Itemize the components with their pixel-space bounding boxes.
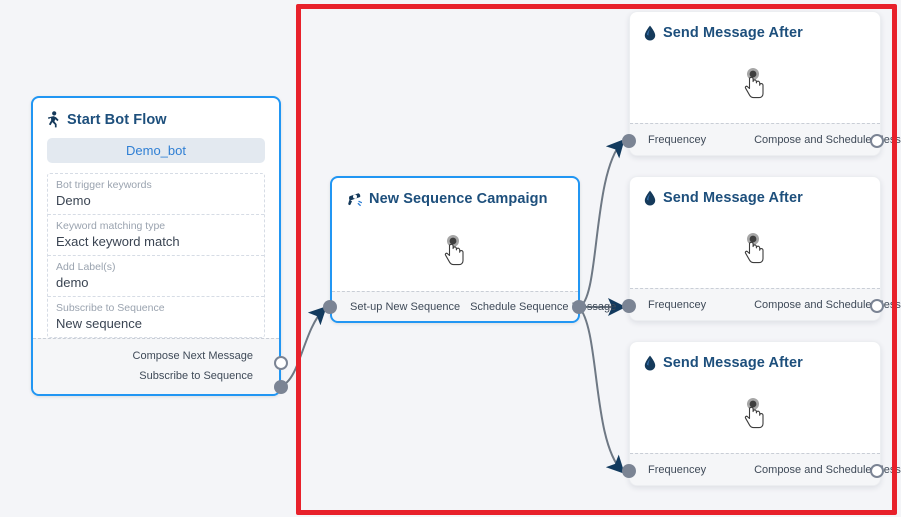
node-footer: Frequencey Compose and Schedule Message [630,123,901,155]
node-body [630,377,880,453]
node-title: Send Message After [663,190,803,206]
hand-pointer-cursor-icon [733,393,777,437]
input-port-frequencey-2[interactable] [622,299,636,313]
output-port-compose-next-message[interactable] [274,356,288,370]
footer-port-labels: Frequencey Compose and Schedule Message [630,298,901,311]
node-title: New Sequence Campaign [369,191,548,207]
connector-campaign-to-card-3 [578,306,625,474]
node-header: Send Message After [630,177,880,212]
node-title: Send Message After [663,355,803,371]
field-add-labels[interactable]: Add Label(s) demo [48,256,264,297]
port-label-frequencey: Frequencey [648,133,707,146]
port-label-setup-new-sequence: Set-up New Sequence [350,300,461,313]
input-port-setup-new-sequence[interactable] [323,300,337,314]
field-keyword-matching-type[interactable]: Keyword matching type Exact keyword matc… [48,215,264,256]
field-value: Exact keyword match [56,234,180,249]
output-port-compose-and-schedule-message-1[interactable] [870,134,884,148]
node-start-bot-flow[interactable]: Start Bot Flow Demo_bot Bot trigger keyw… [31,96,281,396]
node-header: Send Message After [630,342,880,377]
connector-campaign-to-card-1 [578,139,625,308]
footer-port-labels: Frequencey Compose and Schedule Message [630,133,901,146]
output-port-schedule-sequence-message[interactable] [572,300,586,314]
field-subscribe-to-sequence[interactable]: Subscribe to Sequence New sequence [48,297,264,337]
port-label-subscribe-to-sequence: Subscribe to Sequence [139,370,253,382]
running-person-icon [47,111,60,128]
node-send-message-after-3[interactable]: Send Message After Frequencey Compose an… [629,341,901,486]
field-label: Bot trigger keywords [56,179,152,191]
node-footer: Compose Next Message Subscribe to Sequen… [33,338,279,394]
footer-port-labels: Frequencey Compose and Schedule Message [630,463,901,476]
node-footer: Frequencey Compose and Schedule Message [630,288,901,320]
port-label-compose-and-schedule-message: Compose and Schedule Message [754,133,901,146]
droplet-icon [644,190,656,206]
node-new-sequence-campaign[interactable]: New Sequence Campaign Set-up New Sequenc… [330,176,616,323]
hand-pointer-cursor-icon [433,230,477,274]
field-value: New sequence [56,316,142,331]
port-label-compose-and-schedule-message: Compose and Schedule Message [754,298,901,311]
node-title: Send Message After [663,25,803,41]
droplet-icon [644,25,656,41]
node-title: Start Bot Flow [67,111,167,128]
input-port-frequencey-3[interactable] [622,464,636,478]
bot-name-pill[interactable]: Demo_bot [47,138,265,163]
field-value: demo [56,275,89,290]
footer-port-labels: Set-up New Sequence Schedule Sequence Me… [332,300,616,313]
node-header: Send Message After [630,12,880,47]
output-port-compose-and-schedule-message-2[interactable] [870,299,884,313]
connector-start-to-campaign [280,306,327,387]
node-send-message-after-2[interactable]: Send Message After Frequencey Compose an… [629,176,901,321]
output-port-subscribe-to-sequence[interactable] [274,380,288,394]
port-label-schedule-sequence-message: Schedule Sequence Message [470,300,617,313]
node-header: New Sequence Campaign [332,178,578,213]
node-header: Start Bot Flow [33,98,279,134]
hand-pointer-cursor-icon [733,228,777,272]
node-body: Demo_bot Bot trigger keywords Demo Keywo… [33,134,279,338]
node-footer: Set-up New Sequence Schedule Sequence Me… [332,291,616,321]
port-label-compose-next-message: Compose Next Message [132,350,253,362]
bot-name-label: Demo_bot [126,143,186,158]
field-label: Subscribe to Sequence [56,302,165,314]
megaphone-icon [346,192,362,207]
field-value: Demo [56,193,91,208]
bot-config-field-list: Bot trigger keywords Demo Keyword matchi… [47,173,265,338]
port-label-compose-and-schedule-message: Compose and Schedule Message [754,463,901,476]
field-label: Add Label(s) [56,261,116,273]
droplet-icon [644,355,656,371]
field-bot-trigger-keywords[interactable]: Bot trigger keywords Demo [48,174,264,215]
node-body [630,47,880,123]
hand-pointer-cursor-icon [733,63,777,107]
port-label-frequencey: Frequencey [648,463,707,476]
node-footer: Frequencey Compose and Schedule Message [630,453,901,485]
node-body [630,212,880,288]
input-port-frequencey-1[interactable] [622,134,636,148]
port-label-frequencey: Frequencey [648,298,707,311]
node-body [332,213,578,291]
output-port-compose-and-schedule-message-3[interactable] [870,464,884,478]
node-send-message-after-1[interactable]: Send Message After Frequencey Compose an… [629,11,901,156]
field-label: Keyword matching type [56,220,166,232]
